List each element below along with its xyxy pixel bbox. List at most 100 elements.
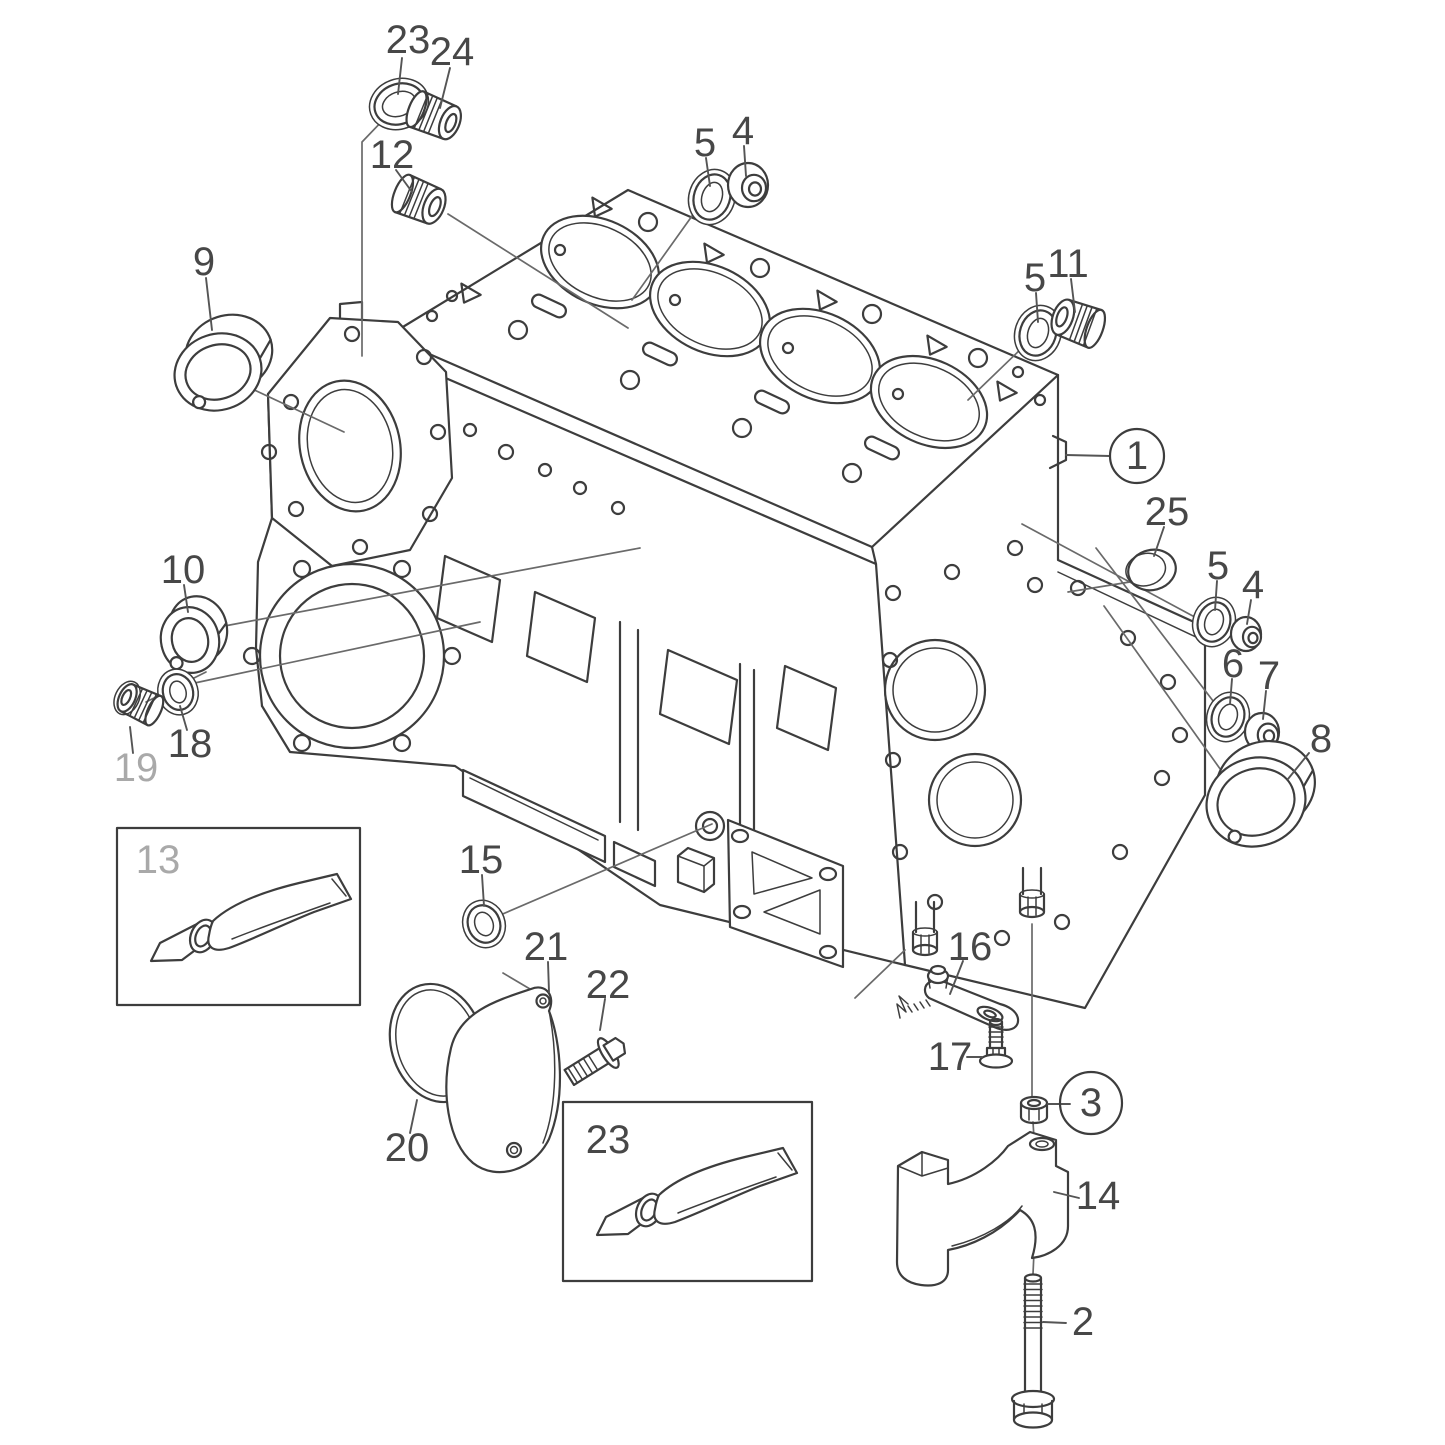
callout-11[interactable]: 11 <box>1047 242 1089 313</box>
circle-art <box>392 559 412 579</box>
callout-4[interactable]: 4 <box>1242 563 1264 625</box>
callout-1[interactable]: 1 <box>1065 427 1166 485</box>
callout-21[interactable]: 21 <box>524 925 569 993</box>
ellipse-art <box>1010 1389 1056 1409</box>
leader-line <box>439 67 451 109</box>
callout-12[interactable]: 12 <box>370 133 415 193</box>
leader-line <box>1070 278 1076 313</box>
leader-line <box>1053 1191 1080 1199</box>
ellipse-art <box>1125 552 1167 587</box>
callout-9[interactable]: 9 <box>193 240 215 331</box>
ellipse-art <box>1083 308 1107 349</box>
ellipse-art <box>1018 905 1046 919</box>
callout-19[interactable]: 19 <box>114 726 159 790</box>
circle-art <box>421 505 439 523</box>
path-art <box>1019 1115 1049 1125</box>
callout-14[interactable]: 14 <box>1053 1174 1120 1218</box>
callout-3[interactable]: 3 <box>1047 1070 1124 1136</box>
ellipse-art <box>161 673 195 711</box>
circle-art <box>841 462 863 484</box>
line-art <box>408 180 425 218</box>
part-bearing-sleeve-9 <box>173 313 274 412</box>
inset-box-13: 13 <box>115 826 362 1007</box>
callout-10[interactable]: 10 <box>161 548 206 613</box>
circle-art <box>392 733 412 753</box>
leader-line <box>1287 752 1310 780</box>
line-art <box>408 173 442 191</box>
leader-line <box>205 277 213 331</box>
timing-plate <box>260 316 454 568</box>
circle-art <box>1159 673 1177 691</box>
callout-number: 11 <box>1047 242 1089 286</box>
install-line <box>497 823 713 917</box>
callout-15[interactable]: 15 <box>459 838 504 907</box>
part-stud-b <box>1018 866 1046 919</box>
line-art <box>422 97 438 133</box>
circle-art <box>292 733 312 753</box>
path-art <box>775 664 838 752</box>
circle-art <box>539 997 547 1005</box>
callout-16[interactable]: 16 <box>948 925 993 995</box>
callout-number: 6 <box>1222 642 1244 686</box>
path-art <box>726 818 845 969</box>
callout-22[interactable]: 22 <box>586 963 631 1031</box>
part-plug-11 <box>1050 298 1107 349</box>
circle-art <box>260 443 278 461</box>
part-plug-4a <box>726 161 770 209</box>
line-art <box>403 178 420 216</box>
callout-5[interactable]: 5 <box>694 121 716 187</box>
ellipse-art <box>740 173 768 203</box>
callout-8[interactable]: 8 <box>1287 717 1332 780</box>
line-art <box>567 1067 578 1084</box>
path-art <box>525 590 597 684</box>
line-art <box>413 182 429 220</box>
ellipse-art <box>184 343 252 401</box>
line-art <box>1302 769 1315 788</box>
ellipse-art <box>978 1053 1014 1069</box>
ellipse-art <box>730 828 750 844</box>
line-art <box>563 1068 576 1086</box>
path-art <box>461 768 607 864</box>
install-line <box>967 345 1025 401</box>
install-line <box>245 385 345 433</box>
leader-line <box>547 961 550 993</box>
callout-7[interactable]: 7 <box>1258 654 1280 720</box>
callout-4[interactable]: 4 <box>732 109 754 177</box>
path-art <box>435 554 502 644</box>
ellipse-art <box>818 944 838 960</box>
callout-6[interactable]: 6 <box>1222 642 1244 705</box>
ellipse-art <box>120 688 133 707</box>
circle-art <box>749 257 771 279</box>
circle-art <box>1171 726 1189 744</box>
circle-art <box>242 646 262 666</box>
ellipse-art <box>473 911 495 937</box>
callout-17[interactable]: 17 <box>928 1035 983 1079</box>
callout-24[interactable]: 24 <box>430 30 475 109</box>
circle-art <box>278 582 426 730</box>
callout-2[interactable]: 2 <box>1042 1300 1094 1344</box>
circle-art <box>610 500 626 516</box>
leader-line <box>599 998 606 1031</box>
callout-23[interactable]: 23 <box>386 18 431 95</box>
callout-18[interactable]: 18 <box>168 705 213 766</box>
path-art <box>677 855 715 893</box>
ellipse-art <box>1026 317 1050 349</box>
leader-line <box>1042 1321 1067 1324</box>
callout-25[interactable]: 25 <box>1145 490 1190 557</box>
ellipse-art <box>1216 767 1296 837</box>
ellipse-art <box>988 1017 1004 1027</box>
line-art <box>1068 303 1084 341</box>
callout-5[interactable]: 5 <box>1024 256 1046 323</box>
line-art <box>577 1061 588 1077</box>
ellipse-art <box>405 90 428 129</box>
install-line <box>854 949 906 999</box>
callout-5[interactable]: 5 <box>1207 544 1229 611</box>
path-art <box>751 851 813 895</box>
path-art <box>703 242 725 264</box>
callout-20[interactable]: 20 <box>385 1099 430 1170</box>
install-line <box>361 116 387 357</box>
ellipse-art <box>877 362 981 442</box>
box-label-13: 13 <box>136 838 181 882</box>
